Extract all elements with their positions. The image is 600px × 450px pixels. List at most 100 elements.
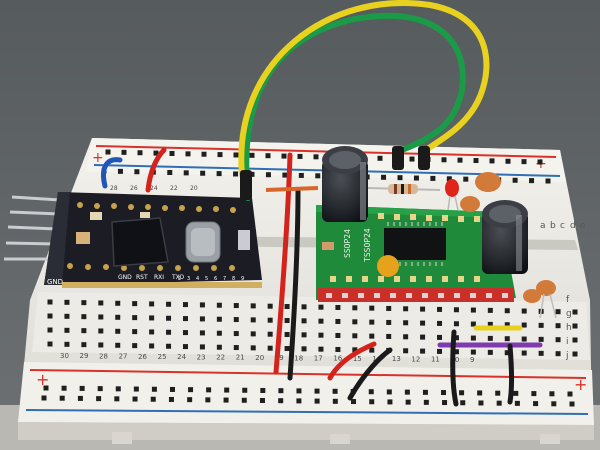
- rail-hole: [183, 170, 189, 176]
- yellow-jumper-wire-loop: [238, 0, 490, 178]
- rail-hole: [278, 398, 284, 404]
- ceramic-capacitor-yellow: [377, 255, 399, 277]
- rail-hole: [313, 154, 319, 160]
- rail-hole: [114, 396, 120, 402]
- led-smd: [76, 232, 90, 244]
- arduino-pin-number: 5: [205, 276, 208, 282]
- rail-hole: [442, 400, 448, 406]
- row-number-label: 20: [255, 354, 264, 362]
- smd-resistor-2: [140, 212, 150, 218]
- terminal-hole: [166, 343, 172, 349]
- electrolytic-capacitor-right: [482, 200, 528, 274]
- terminal-hole: [149, 329, 155, 335]
- rail-hole: [41, 395, 47, 401]
- arduino-pin-strip: [62, 282, 262, 288]
- terminal-hole: [470, 335, 476, 341]
- rail-hole: [441, 157, 447, 163]
- row-number-label: 29: [80, 352, 89, 360]
- rail-hole: [169, 386, 175, 392]
- rail-hole: [97, 386, 103, 392]
- terminal-hole: [132, 343, 138, 349]
- rail-hole: [59, 395, 65, 401]
- arduino-pin-label: RST: [136, 274, 148, 281]
- rail-hole: [478, 400, 484, 406]
- ssop-adapter-module: [316, 205, 516, 302]
- terminal-hole: [352, 333, 358, 339]
- terminal-hole: [284, 304, 290, 310]
- column-letter-top: b: [550, 221, 556, 231]
- rail-hole: [43, 385, 49, 391]
- module-label-ssop24: SSOP24: [343, 229, 352, 258]
- rail-hole: [477, 390, 483, 396]
- terminal-hole: [149, 301, 155, 307]
- terminal-hole: [250, 345, 256, 351]
- rail-hole: [381, 174, 387, 180]
- terminal-hole: [233, 345, 239, 351]
- rail-hole: [137, 150, 143, 156]
- arduino-pin-number: 6: [214, 276, 217, 282]
- row-number-label: 12: [411, 355, 420, 363]
- arduino-pin-number: 3: [187, 276, 190, 282]
- rail-hole: [217, 152, 223, 158]
- arduino-pin-number: 8: [232, 276, 235, 282]
- terminal-hole: [487, 307, 493, 313]
- row-number-label: 9: [470, 356, 474, 364]
- terminal-hole: [81, 342, 87, 348]
- rail-hole: [537, 159, 543, 165]
- terminal-hole: [132, 301, 138, 307]
- rail-hole: [405, 399, 411, 405]
- terminal-hole: [487, 335, 493, 341]
- orange-jumper-wire: [265, 186, 319, 192]
- row-number-label: 16: [333, 355, 342, 363]
- terminal-hole: [521, 308, 527, 314]
- row-number-label: 15: [353, 355, 362, 363]
- rail-hole: [168, 396, 174, 402]
- rail-hole: [259, 397, 265, 403]
- terminal-hole: [386, 305, 392, 311]
- rail-hole: [185, 151, 191, 157]
- terminal-hole: [216, 330, 222, 336]
- row-number-label: 13: [392, 355, 401, 363]
- rail-hole: [314, 398, 320, 404]
- terminal-hole: [352, 347, 358, 353]
- terminal-hole: [98, 314, 104, 320]
- row-number-label-top: 28: [110, 185, 118, 192]
- black-jumper-wire-right-1: [450, 329, 459, 407]
- rail-hole: [569, 401, 575, 407]
- rail-hole: [460, 400, 466, 406]
- rail-hole: [77, 395, 83, 401]
- arduino-pin-number: 4: [196, 276, 199, 282]
- terminal-hole: [64, 341, 70, 347]
- terminal-hole: [284, 318, 290, 324]
- terminal-hole: [555, 309, 561, 315]
- rail-hole: [96, 396, 102, 402]
- terminal-hole: [504, 308, 510, 314]
- top-left-plus-label: +: [92, 150, 104, 166]
- terminal-hole: [233, 317, 239, 323]
- terminal-hole: [115, 314, 121, 320]
- rail-hole: [495, 390, 501, 396]
- row-number-label: 17: [314, 354, 323, 362]
- terminal-hole: [420, 348, 426, 354]
- module-label-tssop24: TSSOP24: [363, 228, 372, 262]
- rail-hole: [512, 177, 518, 183]
- row-number-label: 25: [158, 353, 167, 361]
- rail-hole: [489, 158, 495, 164]
- rail-hole: [117, 168, 123, 174]
- column-letter-top: e: [580, 221, 586, 231]
- terminal-hole: [572, 309, 578, 315]
- rail-hole: [430, 175, 436, 181]
- terminal-hole: [538, 322, 544, 328]
- wire-connector-1: [392, 146, 404, 170]
- rail-hole: [278, 388, 284, 394]
- terminal-hole: [335, 332, 341, 338]
- ceramic-capacitor-orange-2: [460, 196, 480, 212]
- terminal-hole: [487, 349, 493, 355]
- terminal-hole: [403, 320, 409, 326]
- terminal-hole: [216, 316, 222, 322]
- arduino-pin-number: 7: [223, 276, 226, 282]
- rail-hole: [315, 173, 321, 179]
- red-jumper-wire-long: [273, 152, 293, 375]
- rail-hole: [200, 170, 206, 176]
